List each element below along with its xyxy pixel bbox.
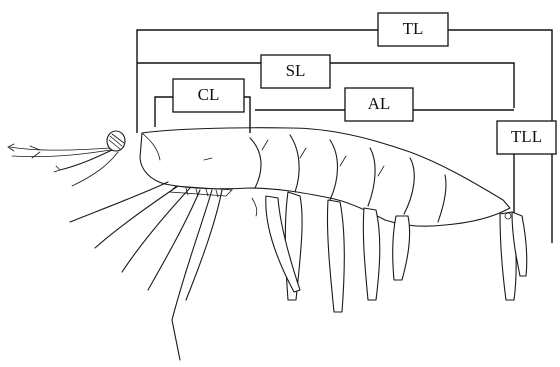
label-sl: SL xyxy=(261,55,330,88)
label-al-text: AL xyxy=(368,94,391,113)
label-tl: TL xyxy=(378,13,448,46)
label-al: AL xyxy=(345,88,413,121)
krill-illustration xyxy=(8,128,527,360)
thoracic-legs xyxy=(70,182,232,360)
telson-uropods xyxy=(500,212,527,300)
antennae xyxy=(8,144,118,186)
label-tl-text: TL xyxy=(403,19,424,38)
label-sl-text: SL xyxy=(286,61,306,80)
eye xyxy=(107,131,125,151)
body-outline xyxy=(140,128,510,226)
label-tll-text: TLL xyxy=(511,127,542,146)
label-cl: CL xyxy=(173,79,244,112)
label-tll: TLL xyxy=(497,121,556,154)
label-cl-text: CL xyxy=(198,85,220,104)
